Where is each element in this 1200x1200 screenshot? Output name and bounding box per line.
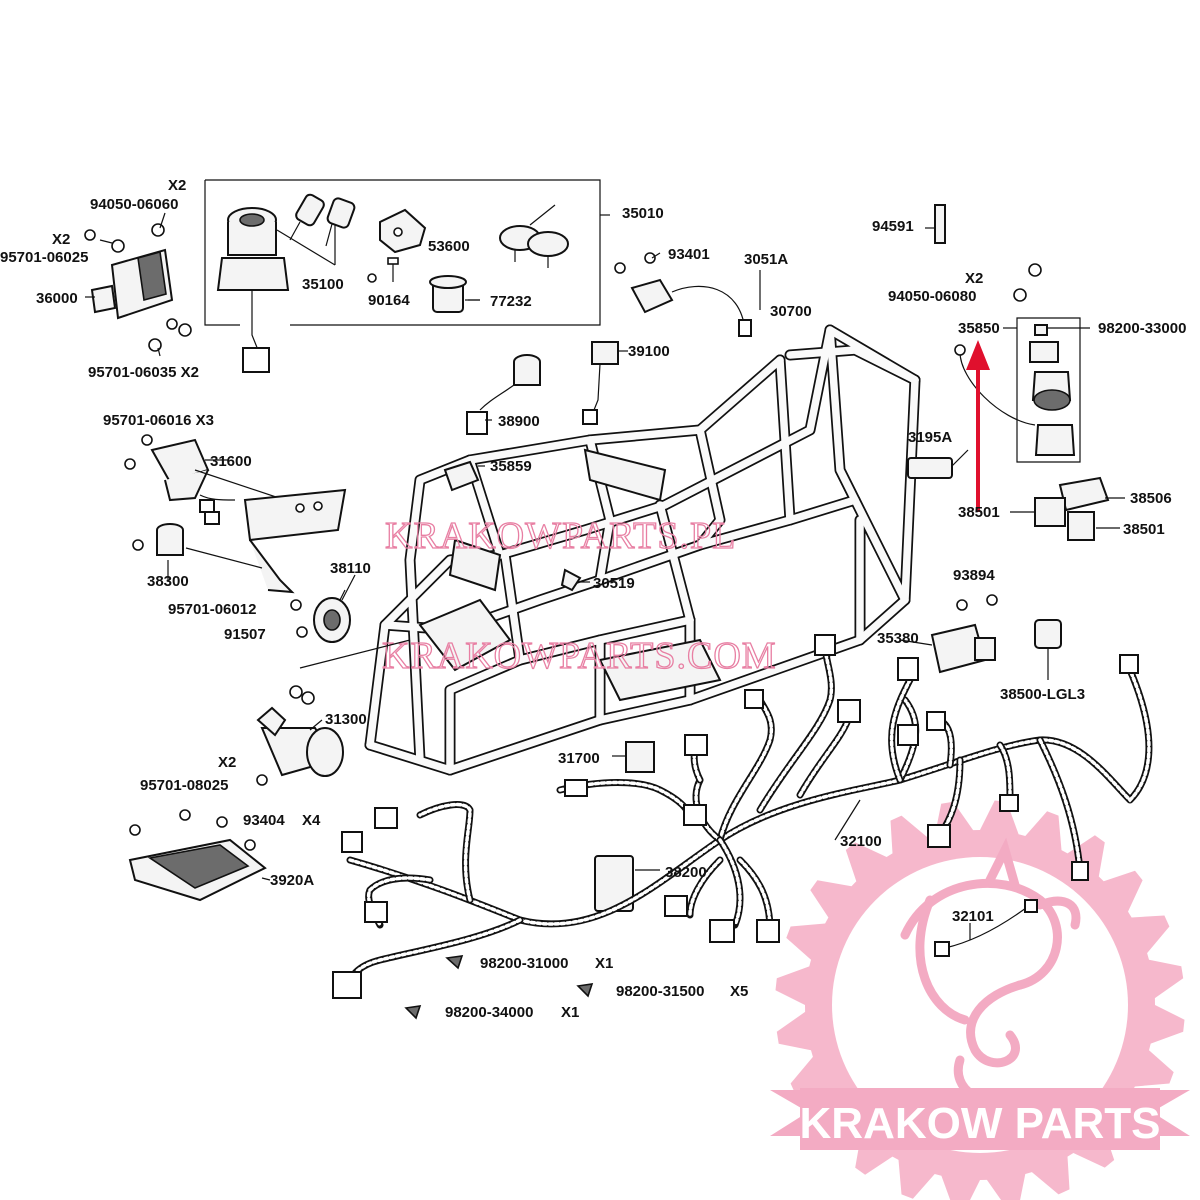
part-label-x5: X5 xyxy=(730,983,748,1000)
part-label-94591: 94591 xyxy=(872,218,914,235)
part-label-30519: 30519 xyxy=(593,575,635,592)
key-icon xyxy=(289,193,356,247)
fuse-94591-icon xyxy=(934,204,946,244)
part-label-35100: 35100 xyxy=(302,276,344,293)
part-label-3195A: 3195A xyxy=(908,429,952,446)
part-label-3920A: 3920A xyxy=(270,872,314,889)
bolt-95701-06012-icon xyxy=(290,599,302,611)
part-label-x2-d: X2 xyxy=(218,754,236,771)
part-label-95701-06035: 95701-06035 X2 xyxy=(88,364,199,381)
bracket-35859-icon xyxy=(443,460,480,492)
part-label-x2-a: X2 xyxy=(168,177,186,194)
red-arrow xyxy=(966,340,990,512)
ignition-coil-icon xyxy=(614,252,761,337)
part-label-95701-08025: 95701-08025 xyxy=(140,777,228,794)
part-label-38300: 38300 xyxy=(147,573,189,590)
part-label-x4: X4 xyxy=(302,812,321,829)
brand-banner: KRAKOW PARTS xyxy=(770,1088,1190,1150)
part-label-90164: 90164 xyxy=(368,292,410,309)
bracket-30519-icon xyxy=(560,568,582,592)
cdi-unit-icon xyxy=(84,223,192,352)
bracket-icon xyxy=(243,488,347,594)
connector-3195A-icon xyxy=(907,449,969,479)
part-label-95701-06025: 95701-06025 xyxy=(0,249,88,266)
sensor-38900-icon xyxy=(466,354,541,435)
part-label-91507: 91507 xyxy=(224,626,266,643)
part-label-38501-b: 38501 xyxy=(1123,521,1165,538)
leader-line xyxy=(299,639,411,669)
part-label-x2-c: X2 xyxy=(965,270,983,287)
part-label-38500-LGL3: 38500-LGL3 xyxy=(1000,686,1085,703)
bolt-91507-icon xyxy=(296,626,308,638)
leader-lines xyxy=(85,212,1125,940)
part-label-98200-34000: 98200-34000 xyxy=(445,1004,533,1021)
lock-set-icon xyxy=(499,204,569,268)
part-label-x1-a: X1 xyxy=(595,955,613,972)
relay-38500-icon xyxy=(1034,619,1062,662)
terminal-icons xyxy=(404,955,594,1020)
ignition-switch-icon xyxy=(216,207,290,373)
starter-relay-group xyxy=(954,317,1081,463)
ignition-set-group xyxy=(204,179,610,373)
watermark-line-1: KRAKOWPARTS.PL xyxy=(385,515,736,557)
starter-motor-icon xyxy=(256,685,344,786)
part-label-98200-31000: 98200-31000 xyxy=(480,955,568,972)
part-label-38501-a: 38501 xyxy=(958,504,1000,521)
part-label-38110: 38110 xyxy=(330,560,371,577)
part-label-53600: 53600 xyxy=(428,238,470,255)
sub-harness-icon xyxy=(934,899,1038,957)
part-label-35380: 35380 xyxy=(877,630,919,647)
part-label-32101: 32101 xyxy=(952,908,994,925)
sensor-38300-icon xyxy=(132,523,263,569)
part-label-93401: 93401 xyxy=(668,246,710,263)
part-label-35010: 35010 xyxy=(622,205,664,222)
part-label-x1-b: X1 xyxy=(561,1004,579,1021)
part-label-32100: 32100 xyxy=(840,833,882,850)
part-label-98200-33000: 98200-33000 xyxy=(1098,320,1186,337)
part-label-93404: 93404 xyxy=(243,812,285,829)
part-label-30700: 30700 xyxy=(770,303,812,320)
krakow-parts-logo: KRAKOW PARTS xyxy=(770,800,1190,1200)
part-label-31300: 31300 xyxy=(325,711,367,728)
part-label-94050-06060: 94050-06060 xyxy=(90,196,178,213)
horn-icon xyxy=(313,589,351,643)
nut-icon xyxy=(1013,263,1042,302)
part-label-39100: 39100 xyxy=(628,343,670,360)
part-label-77232: 77232 xyxy=(490,293,532,310)
grommet-icon xyxy=(429,275,467,313)
seat-lock-icon xyxy=(379,208,427,254)
relay-39100-icon xyxy=(582,341,619,425)
part-label-95701-06012: 95701-06012 xyxy=(168,601,256,618)
part-label-95701-06016: 95701-06016 X3 xyxy=(103,412,214,429)
regulator-31600-icon xyxy=(124,434,286,525)
main-wiring-harness xyxy=(332,634,1153,999)
relay-31700-icon xyxy=(625,741,655,773)
part-label-94050-06080: 94050-06080 xyxy=(888,288,976,305)
part-label-38900: 38900 xyxy=(498,413,540,430)
switch-35380-icon xyxy=(930,594,998,674)
ecu-icon xyxy=(128,809,267,902)
part-label-31700: 31700 xyxy=(558,750,600,767)
part-label-31600: 31600 xyxy=(210,453,252,470)
brand-text: KRAKOW PARTS xyxy=(800,1099,1161,1148)
part-label-36000: 36000 xyxy=(36,290,78,307)
relays-38501-icon xyxy=(1034,476,1110,541)
part-label-x2-b: X2 xyxy=(52,231,70,248)
part-label-93894: 93894 xyxy=(953,567,995,584)
part-label-98200-31500: 98200-31500 xyxy=(616,983,704,1000)
vehicle-frame xyxy=(364,324,921,776)
part-label-3051A: 3051A xyxy=(744,251,788,268)
part-label-35850: 35850 xyxy=(958,320,1000,337)
screw-90164-icon xyxy=(367,257,399,283)
watermark-line-2: KRAKOWPARTS.COM xyxy=(382,635,777,677)
part-label-35859: 35859 xyxy=(490,458,532,475)
part-label-38506: 38506 xyxy=(1130,490,1172,507)
part-label-38200: 38200 xyxy=(665,864,707,881)
